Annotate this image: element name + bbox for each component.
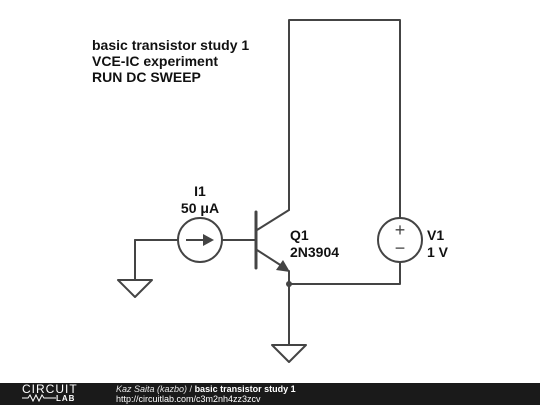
footer-title[interactable]: basic transistor study 1 (194, 384, 296, 394)
circuit-schematic (117, 19, 423, 363)
note-line-2: VCE-IC experiment (92, 53, 219, 69)
resistor-wire-icon (22, 393, 56, 403)
i1-name-label: I1 (194, 183, 206, 199)
footer-author[interactable]: Kaz Saita (kazbo) (116, 384, 188, 394)
footer-separator: / (187, 384, 195, 394)
footer-byline: Kaz Saita (kazbo) / basic transistor stu… (116, 384, 296, 395)
voltage-source-v1 (377, 217, 423, 263)
wire-collector-top (288, 19, 401, 219)
ground-icon (117, 279, 153, 298)
logo-text-circuit: CIRCUIT (22, 382, 78, 396)
v1-plus-sign: + (394, 220, 406, 240)
circuitlab-logo[interactable]: CIRCUIT LAB (0, 383, 98, 405)
q1-name-label: Q1 (290, 227, 309, 243)
junction-dot (286, 281, 292, 287)
current-source-i1 (177, 217, 223, 263)
logo-text-lab: LAB (56, 394, 76, 403)
note-line-3: RUN DC SWEEP (92, 69, 201, 85)
footer-url-link[interactable]: http://circuitlab.com/c3m2nh4zz3zcv (116, 394, 261, 404)
v1-minus-sign: − (394, 238, 406, 258)
ground-icon (271, 344, 307, 363)
current-arrow-icon (203, 234, 214, 246)
v1-name-label: V1 (427, 227, 445, 243)
footer-bar: CIRCUIT LAB Kaz Saita (kazbo) / basic tr… (0, 383, 540, 405)
i1-value-label: 50 μA (180, 200, 220, 216)
q1-part-label: 2N3904 (290, 244, 340, 260)
emitter-arrow-icon (276, 260, 290, 272)
wire-emitter-return (288, 261, 401, 285)
note-line-1: basic transistor study 1 (92, 37, 250, 53)
transistor-q1 (254, 209, 290, 270)
v1-value-label: 1 V (427, 244, 449, 260)
